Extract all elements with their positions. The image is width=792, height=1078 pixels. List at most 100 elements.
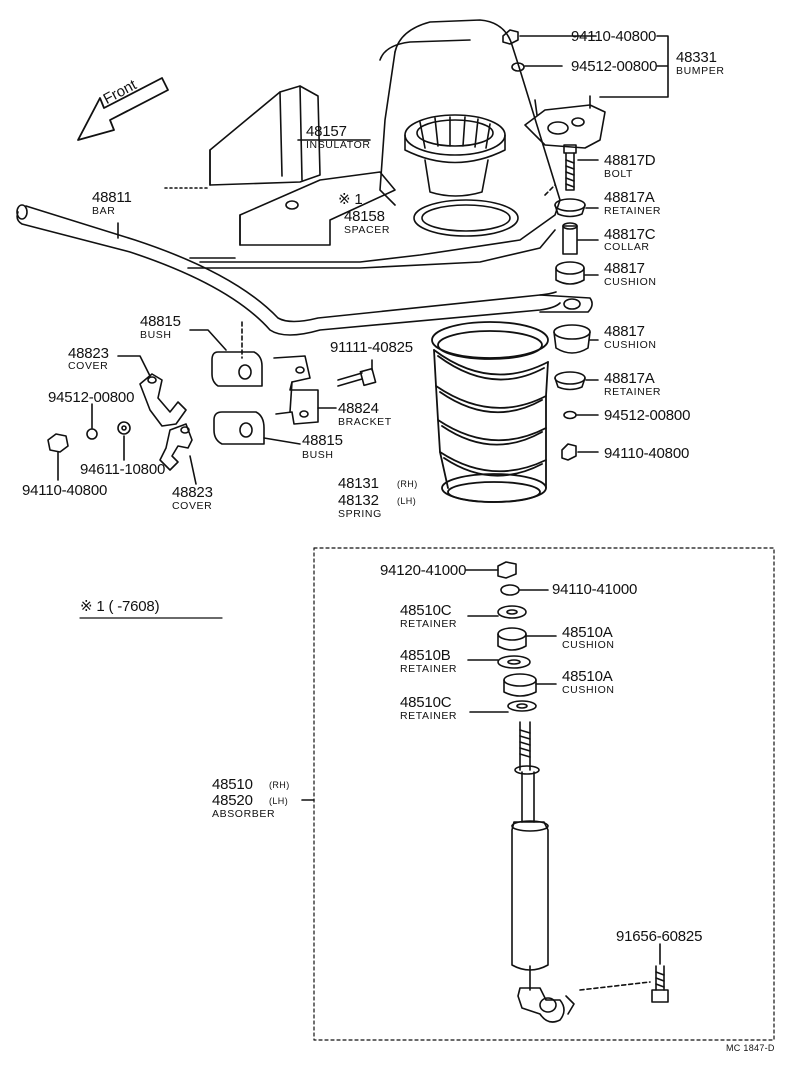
- front-arrow-icon: [77, 77, 169, 141]
- label-94611-10800: 94611-10800: [80, 461, 166, 478]
- label-absorber-lh-tag: (LH): [269, 796, 289, 806]
- insulator-bracket: [209, 85, 396, 246]
- shock-absorber-part: [511, 721, 575, 1023]
- label-94120-41000: 94120-41000: [380, 562, 467, 579]
- label-bolt: BOLT: [604, 168, 634, 180]
- note-marker: ※ 1: [338, 191, 363, 208]
- label-bush-lower: BUSH: [302, 449, 334, 461]
- cover-upper-part: [139, 373, 187, 427]
- retainer-48510c-top-part: [497, 605, 527, 619]
- label-48817a-low: 48817A: [604, 370, 655, 387]
- note-range: ※ 1 ( -7608): [80, 598, 160, 615]
- label-48510c-top: 48510C: [400, 602, 452, 619]
- nut-left-icon: [47, 433, 69, 453]
- label-absorber-rh-tag: (RH): [269, 780, 290, 790]
- label-48817d: 48817D: [604, 152, 656, 169]
- collar-48817c-part: [562, 222, 578, 255]
- label-48510: 48510: [212, 776, 253, 793]
- bush-upper-part: [211, 351, 263, 387]
- label-48815-lower: 48815: [302, 432, 343, 449]
- label-cushion-low: CUSHION: [604, 339, 657, 351]
- leader-line: [576, 159, 599, 453]
- label-48520: 48520: [212, 792, 253, 809]
- label-absorber: ABSORBER: [212, 808, 276, 820]
- leader-line: [519, 35, 597, 67]
- label-48510a-low: 48510A: [562, 668, 613, 685]
- label-48815-upper: 48815: [140, 313, 181, 330]
- label-retainer-low: RETAINER: [604, 386, 662, 398]
- label-48823-lower: 48823: [172, 484, 213, 501]
- label-cushion-a-low: CUSHION: [562, 684, 615, 696]
- washer-left-icon: [86, 428, 98, 440]
- leader-line: [57, 403, 125, 481]
- spacer-ring-part: [413, 199, 519, 237]
- label-spring: SPRING: [338, 508, 382, 520]
- bumper-part: [524, 95, 606, 149]
- insulator-part: [404, 114, 506, 197]
- label-48811: 48811: [92, 189, 132, 206]
- label-bracket: BRACKET: [338, 416, 392, 428]
- label-48817-top: 48817: [604, 260, 645, 277]
- bolt-91111-part: [337, 367, 377, 387]
- coil-spring-part: [431, 321, 549, 503]
- retainer-48817a-low-part: [554, 371, 586, 391]
- label-94110-40800-right: 94110-40800: [604, 445, 690, 462]
- label-cover-upper: COVER: [68, 360, 109, 372]
- bracket-part: [273, 355, 319, 425]
- cushion-48510a-low-part: [503, 673, 537, 697]
- bolt-91656-part: [651, 965, 669, 1003]
- label-48157: 48157: [306, 123, 347, 140]
- label-insulator: INSULATOR: [306, 139, 371, 151]
- label-bar: BAR: [92, 205, 116, 217]
- label-48331: 48331: [676, 49, 717, 66]
- leader-line: [189, 455, 197, 485]
- retainer-48817a-top-part: [554, 198, 586, 218]
- label-91111-40825: 91111-40825: [330, 339, 413, 356]
- bumper-washer-icon: [511, 62, 525, 72]
- label-48131: 48131: [338, 475, 379, 492]
- label-94512-00800-right: 94512-00800: [604, 407, 691, 424]
- frame-outline: [187, 19, 561, 269]
- nut-94110-41000-icon: [500, 584, 520, 596]
- label-48823-upper: 48823: [68, 345, 109, 362]
- label-retainer-c-top: RETAINER: [400, 618, 458, 630]
- label-cushion-top: CUSHION: [604, 276, 657, 288]
- label-94110-41000: 94110-41000: [552, 581, 638, 598]
- leader-line: [189, 329, 227, 351]
- leader-line: [465, 569, 557, 713]
- cushion-48510a-top-part: [497, 627, 527, 651]
- label-bumper: BUMPER: [676, 65, 725, 77]
- label-48817c: 48817C: [604, 226, 656, 243]
- label-94110-40800-left: 94110-40800: [22, 482, 108, 499]
- retainer-48510b-part: [497, 655, 531, 669]
- bolt-48817d-part: [563, 144, 577, 191]
- label-48158: 48158: [344, 208, 385, 225]
- label-48817-low: 48817: [604, 323, 645, 340]
- label-retainer-b: RETAINER: [400, 663, 458, 675]
- label-retainer-c-low: RETAINER: [400, 710, 458, 722]
- label-spring-rh-tag: (RH): [397, 479, 418, 489]
- label-94110-40800-top: 94110-40800: [571, 28, 657, 45]
- leader-line: [117, 355, 151, 377]
- label-spring-lh-tag: (LH): [397, 496, 417, 506]
- label-48510b: 48510B: [400, 647, 451, 664]
- bumper-nut-icon: [502, 29, 519, 45]
- label-spacer: SPACER: [344, 224, 390, 236]
- bush-lower-part: [213, 411, 265, 445]
- label-cushion-a-top: CUSHION: [562, 639, 615, 651]
- label-48510c-low: 48510C: [400, 694, 452, 711]
- label-94512-00800-left: 94512-00800: [48, 389, 135, 406]
- label-48132: 48132: [338, 492, 379, 509]
- absorber-detail-box: [313, 547, 775, 1041]
- label-bush-upper: BUSH: [140, 329, 172, 341]
- label-retainer-top: RETAINER: [604, 205, 662, 217]
- retainer-48510c-low-part: [507, 700, 537, 712]
- washer-flat-icon: [117, 421, 131, 435]
- washer-icon: [563, 410, 577, 420]
- leader-line: [599, 35, 669, 98]
- cover-lower-part: [159, 423, 193, 471]
- leader-line: [579, 981, 651, 991]
- label-91656-60825: 91656-60825: [616, 928, 703, 945]
